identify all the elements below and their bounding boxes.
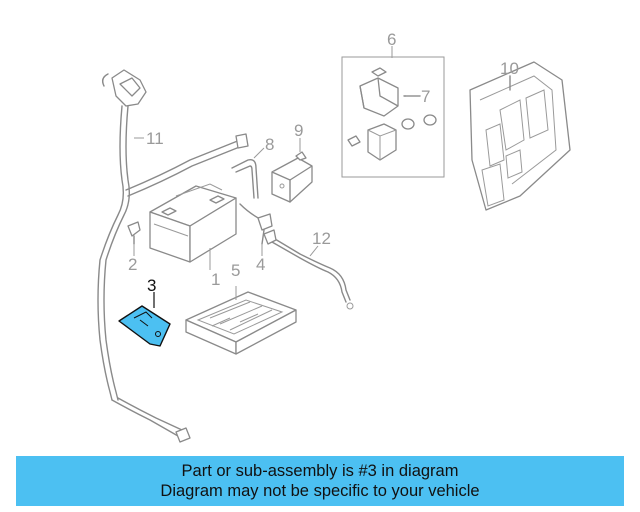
part-2-fastener: [127, 221, 141, 245]
callout-7: 7: [421, 87, 430, 106]
part-3-shape[interactable]: [118, 305, 171, 347]
callout-2: 2: [128, 255, 137, 274]
callout-11: 11: [146, 129, 164, 148]
part-6-subassembly: [341, 56, 445, 178]
part-3-battery-bracket: [118, 292, 171, 347]
part-5-battery-tray: [185, 291, 297, 355]
leader-lines: [133, 46, 393, 300]
parts-diagram: 1 2 3 4 5 6 7 8 9 10 11 12: [97, 30, 571, 443]
banner-line-1: Part or sub-assembly is #3 in diagram: [181, 462, 459, 480]
part-8-rod: [231, 158, 259, 199]
part-12-ground-strap: [263, 229, 354, 310]
callout-5: 5: [231, 261, 240, 280]
part-9-module: [271, 151, 313, 203]
part-4-clamp-bolt: [239, 203, 273, 245]
part-11-cable-harness: [97, 69, 249, 443]
callout-10: 10: [500, 59, 519, 78]
callout-12: 12: [312, 229, 331, 248]
part-1-battery: [149, 183, 237, 263]
part-10-fuse-box: [469, 61, 571, 211]
callout-8: 8: [265, 135, 274, 154]
callout-9: 9: [294, 121, 303, 140]
callout-3: 3: [147, 276, 156, 295]
callout-1: 1: [211, 270, 220, 289]
callout-6: 6: [387, 30, 396, 49]
banner-line-2: Diagram may not be specific to your vehi…: [160, 482, 480, 500]
callout-4: 4: [256, 255, 265, 274]
info-banner: Part or sub-assembly is #3 in diagram Di…: [16, 456, 624, 506]
